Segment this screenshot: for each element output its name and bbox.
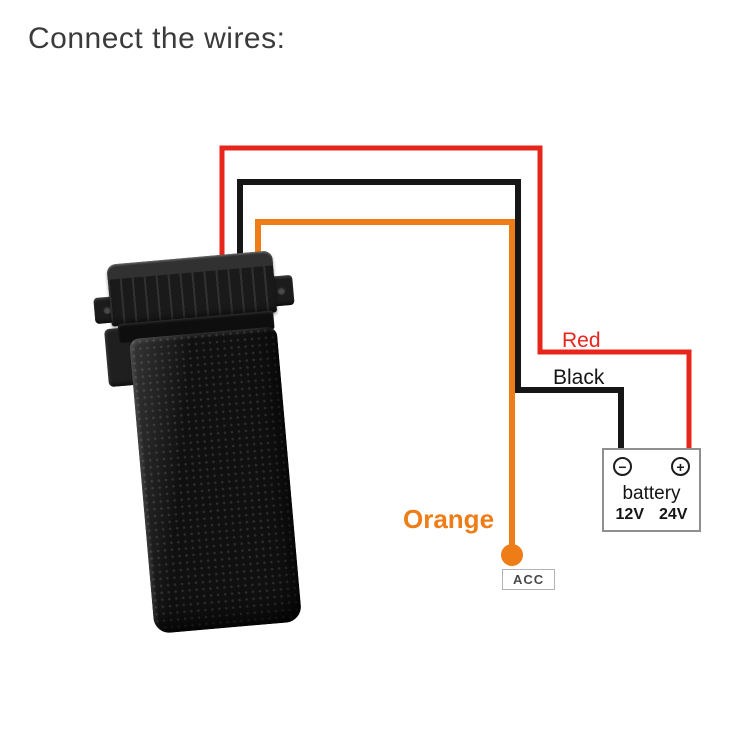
battery-voltage-24v: 24V bbox=[659, 506, 688, 523]
battery-box: − + battery 12V 24V bbox=[602, 448, 701, 532]
battery-terminals-row: − + bbox=[604, 457, 699, 476]
orange-wire-label: Orange bbox=[403, 504, 495, 534]
minus-icon: − bbox=[618, 458, 627, 475]
page-title: Connect the wires: bbox=[28, 22, 286, 55]
red-wire bbox=[219, 145, 692, 452]
battery-minus-terminal: − bbox=[613, 457, 632, 476]
screw-icon bbox=[277, 286, 286, 296]
battery-voltages: 12V 24V bbox=[604, 506, 699, 524]
battery-label: battery bbox=[622, 483, 681, 504]
device-body bbox=[128, 326, 303, 635]
red-wire-label: Red bbox=[562, 329, 601, 352]
gps-tracker-device bbox=[90, 245, 322, 641]
battery-voltage-12v: 12V bbox=[615, 506, 644, 523]
black-wire bbox=[237, 179, 624, 452]
acc-label: ACC bbox=[502, 569, 556, 590]
black-wire-label: Black bbox=[553, 366, 605, 389]
battery-plus-terminal: + bbox=[671, 457, 690, 476]
plus-icon: + bbox=[676, 458, 685, 475]
acc-connector-dot bbox=[501, 544, 523, 566]
